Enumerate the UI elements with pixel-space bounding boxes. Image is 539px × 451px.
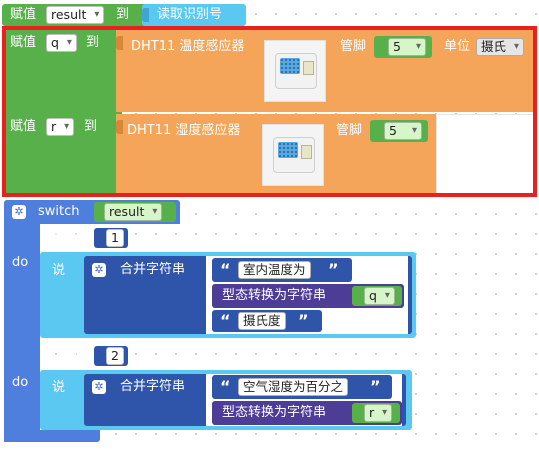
open-quote: “ (220, 311, 231, 330)
connector-tab (116, 36, 123, 50)
variable-dropdown-q[interactable]: q (364, 287, 395, 305)
close-quote: ” (328, 260, 339, 279)
string-input[interactable]: 空气湿度为百分之 (238, 378, 349, 396)
connector-tab (116, 120, 123, 134)
pin-dropdown[interactable]: 5 (388, 38, 426, 56)
switch-bottom (4, 430, 100, 442)
variable-dropdown-result[interactable]: result (46, 6, 105, 24)
do-label: do (12, 375, 29, 390)
pin-dropdown[interactable]: 5 (384, 122, 422, 140)
say-label: 说 (52, 263, 66, 278)
case-value-input[interactable]: 2 (106, 347, 124, 365)
case-label: case (52, 230, 82, 245)
assign-label: 赋值 (10, 7, 37, 22)
case-label: case (52, 348, 82, 363)
gear-icon[interactable]: ✲ (92, 380, 106, 394)
dht11-sensor-image (262, 124, 324, 186)
assign-label: 赋值 (10, 35, 37, 50)
switch-label: switch (38, 204, 80, 219)
pin-label: 管脚 (340, 39, 367, 54)
join-label: 合并字符串 (120, 262, 186, 277)
gear-icon[interactable]: ✲ (92, 263, 106, 277)
case-value-input[interactable]: 1 (106, 229, 124, 247)
read-id-label: 读取识别号 (157, 7, 223, 22)
convert-label: 型态转换为字符串 (222, 405, 327, 420)
sensor-label: DHT11 湿度感应器 (127, 123, 241, 138)
selection-highlight-box (2, 26, 537, 197)
string-input[interactable]: 室内温度为 (238, 261, 311, 279)
to-label: 到 (84, 119, 98, 134)
dht11-temperature-sensor-block[interactable] (116, 30, 536, 112)
to-label: 到 (86, 35, 100, 50)
convert-label: 型态转换为字符串 (222, 288, 327, 303)
variable-dropdown-q[interactable]: q (46, 34, 77, 52)
join-label: 合并字符串 (120, 379, 186, 394)
switch-spine (4, 224, 40, 442)
connector-tab (142, 8, 149, 22)
empty-block-slot (436, 114, 536, 194)
open-quote: “ (220, 260, 231, 279)
dht11-sensor-image (264, 40, 326, 102)
string-input[interactable]: 摄氏度 (238, 312, 286, 330)
variable-dropdown-r[interactable]: r (364, 404, 393, 422)
open-quote: “ (220, 377, 231, 396)
gear-icon[interactable]: ✲ (12, 205, 26, 219)
close-quote: ” (370, 377, 381, 396)
unit-dropdown[interactable]: 摄氏 (476, 38, 525, 56)
variable-dropdown-r[interactable]: r (46, 118, 75, 136)
to-label: 到 (116, 7, 130, 22)
switch-variable-dropdown[interactable]: result (104, 203, 163, 221)
close-quote: ” (298, 311, 309, 330)
assign-label: 赋值 (10, 119, 37, 134)
read-id-block[interactable] (142, 4, 246, 26)
unit-label: 单位 (444, 39, 471, 54)
say-label: 说 (52, 380, 66, 395)
pin-label: 管脚 (336, 123, 363, 138)
sensor-label: DHT11 温度感应器 (131, 39, 245, 54)
do-label: do (12, 255, 29, 270)
